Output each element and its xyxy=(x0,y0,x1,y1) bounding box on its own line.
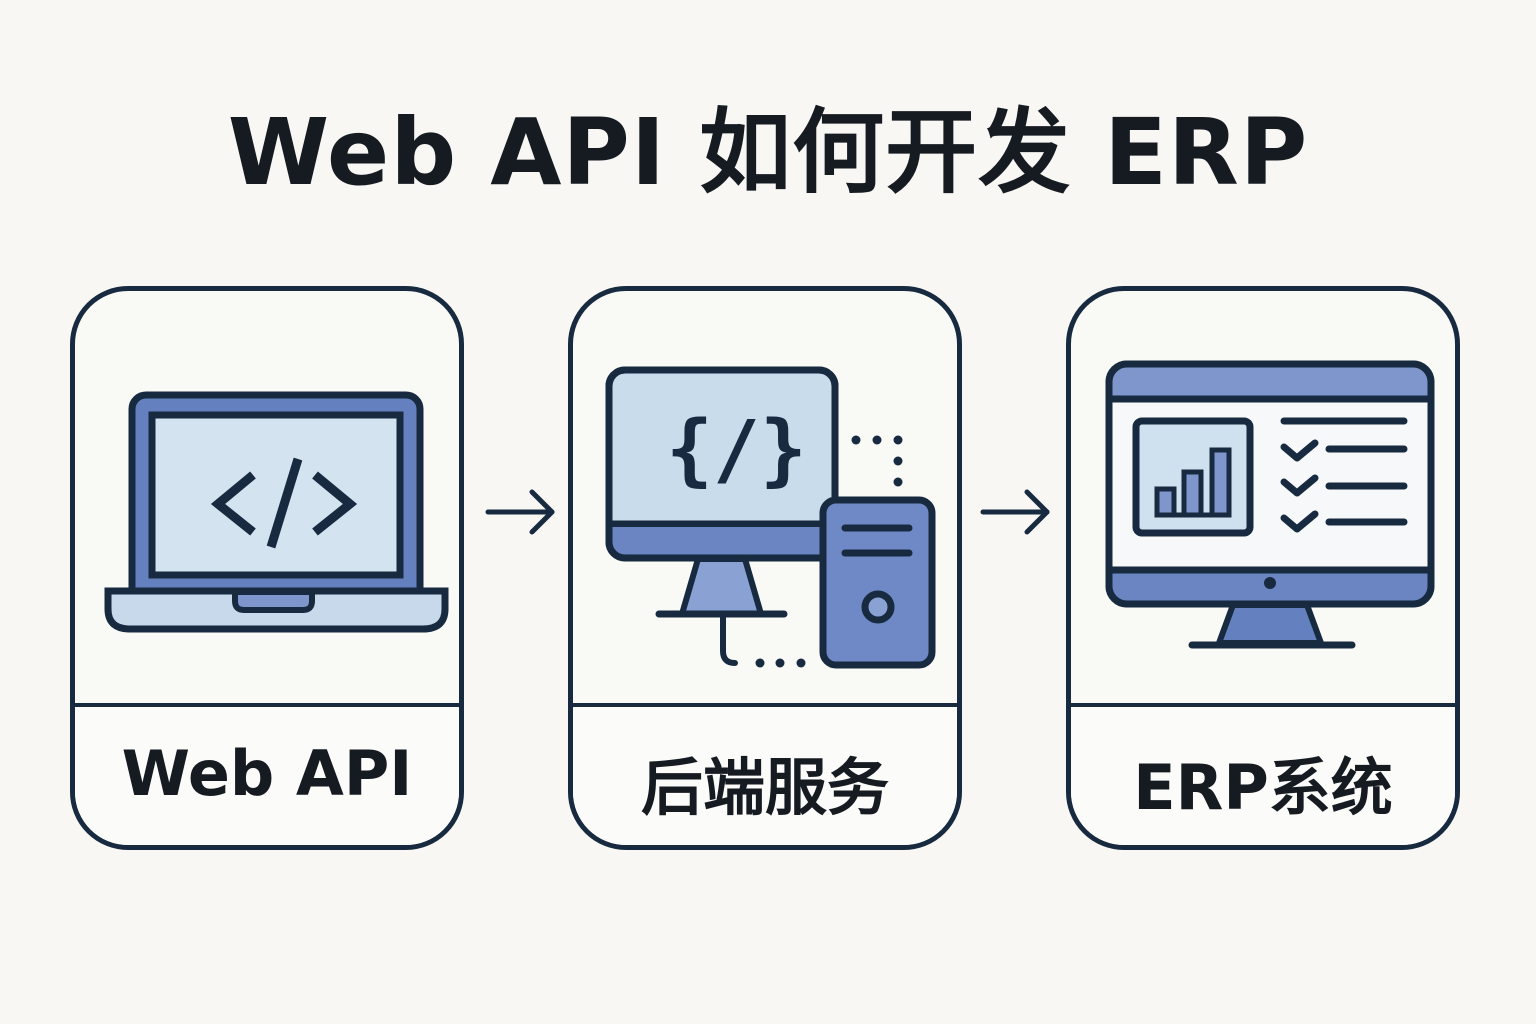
page-title: Web API 如何开发 ERP xyxy=(227,99,1309,206)
svg-text:{/}: {/} xyxy=(666,405,807,495)
arrow-right-icon xyxy=(485,489,555,535)
monitor-server-icon: {/} xyxy=(605,366,936,669)
arrow-right-icon xyxy=(980,489,1050,535)
erp-dashboard-icon xyxy=(1105,360,1435,649)
step-card-erp-system: ERP系统 xyxy=(1066,286,1460,850)
label-area xyxy=(573,707,957,845)
label-area xyxy=(1071,707,1455,845)
step-label: ERP系统 xyxy=(1133,751,1393,824)
step-card-backend-service: {/} 后端服务 xyxy=(568,286,962,850)
card-divider xyxy=(1071,703,1455,707)
card-divider xyxy=(75,703,459,707)
label-area xyxy=(75,707,459,845)
laptop-code-icon xyxy=(104,391,449,633)
card-divider xyxy=(573,703,957,707)
step-label: 后端服务 xyxy=(640,751,889,824)
step-label: Web API xyxy=(121,737,413,810)
step-card-web-api: Web API xyxy=(70,286,464,850)
